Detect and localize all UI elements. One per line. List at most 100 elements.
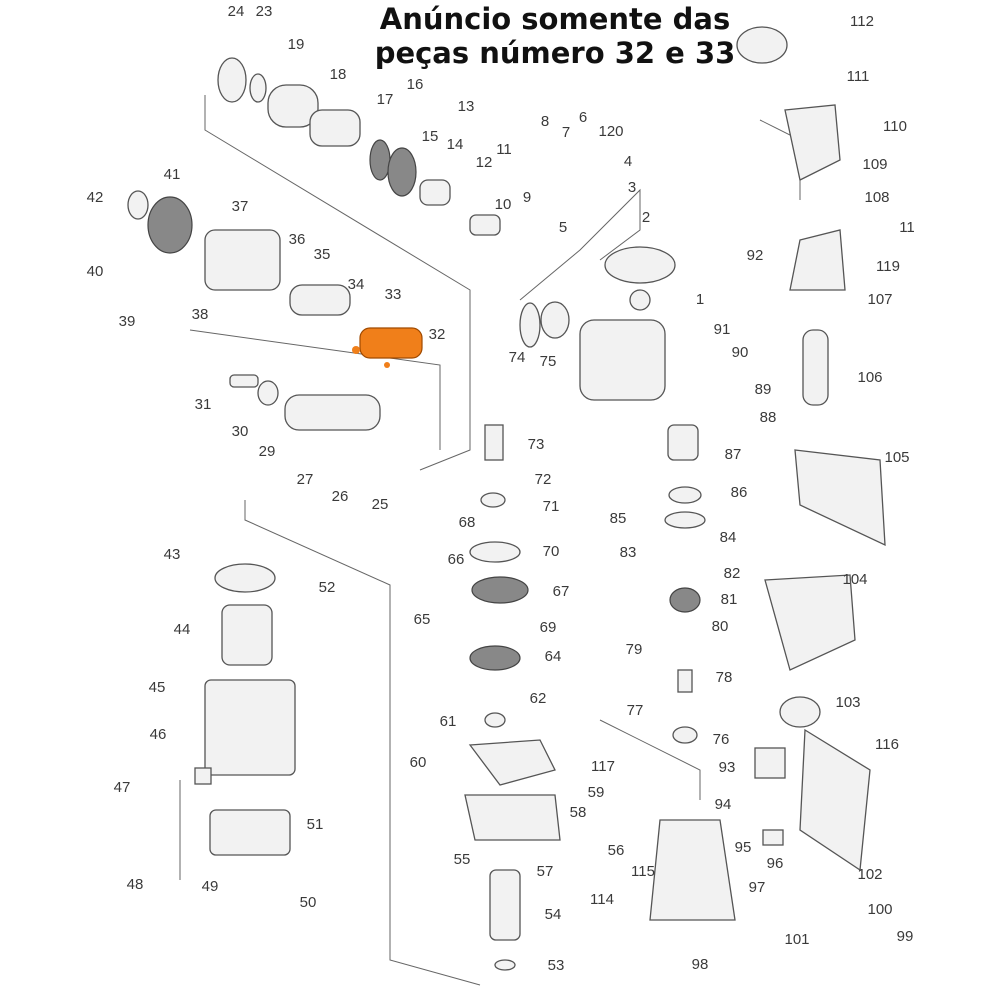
part-label-60: 60 xyxy=(410,754,427,771)
part-label-58: 58 xyxy=(570,804,587,821)
part-label-43: 43 xyxy=(164,546,181,563)
part-label-64: 64 xyxy=(545,648,562,665)
part-label-99: 99 xyxy=(897,928,914,945)
part-label-29: 29 xyxy=(259,443,276,460)
part-label-31: 31 xyxy=(195,396,212,413)
part-label-53: 53 xyxy=(548,957,565,974)
part-label-72: 72 xyxy=(535,471,552,488)
part-label-8: 8 xyxy=(541,113,549,130)
part-label-56: 56 xyxy=(608,842,625,859)
part-label-7: 7 xyxy=(562,124,570,141)
part-label-75: 75 xyxy=(540,353,557,370)
part-label-57: 57 xyxy=(537,863,554,880)
part-label-55: 55 xyxy=(454,851,471,868)
part-label-116: 116 xyxy=(875,736,899,753)
part-label-119: 119 xyxy=(876,258,900,275)
part-label-24: 24 xyxy=(228,3,245,20)
part-label-108: 108 xyxy=(864,189,889,206)
part-label-79: 79 xyxy=(626,641,643,658)
part-33-highlight xyxy=(352,346,360,354)
part-label-62: 62 xyxy=(530,690,547,707)
part-label-80: 80 xyxy=(712,618,729,635)
title-line-1: Anúncio somente das xyxy=(379,2,731,36)
part-label-87: 87 xyxy=(725,446,742,463)
part-label-16: 16 xyxy=(407,76,424,93)
part-label-82: 82 xyxy=(724,565,741,582)
part-label-76: 76 xyxy=(713,731,730,748)
part-label-97: 97 xyxy=(749,879,766,896)
part-label-111: 111 xyxy=(847,68,870,85)
part-label-9: 9 xyxy=(523,189,531,206)
part-label-15: 15 xyxy=(422,128,439,145)
part-label-81: 81 xyxy=(721,591,738,608)
part-label-101: 101 xyxy=(784,931,809,948)
part-label-96: 96 xyxy=(767,855,784,872)
part-label-47: 47 xyxy=(114,779,131,796)
part-label-107: 107 xyxy=(867,291,892,308)
part-label-106: 106 xyxy=(857,369,882,386)
part-label-100: 100 xyxy=(867,901,892,918)
part-label-19: 19 xyxy=(288,36,305,53)
part-label-23: 23 xyxy=(256,3,273,20)
part-shapes xyxy=(127,26,886,971)
part-label-103: 103 xyxy=(835,694,860,711)
part-label-54: 54 xyxy=(545,906,562,923)
part-label-77: 77 xyxy=(627,702,644,719)
part-label-117: 117 xyxy=(591,758,615,775)
part-label-74: 74 xyxy=(509,349,526,366)
part-label-90: 90 xyxy=(732,344,749,361)
part-label-102: 102 xyxy=(857,866,882,883)
part-label-84: 84 xyxy=(720,529,737,546)
part-label-52: 52 xyxy=(319,579,336,596)
part-label-1: 1 xyxy=(696,291,704,308)
part-label-112: 112 xyxy=(850,13,874,30)
part-label-5: 5 xyxy=(559,219,567,236)
part-label-39: 39 xyxy=(119,313,136,330)
part-label-40: 40 xyxy=(87,263,104,280)
part-label-10: 10 xyxy=(495,196,512,213)
part-label-50: 50 xyxy=(300,894,317,911)
part-label-59: 59 xyxy=(588,784,605,801)
part-label-18: 18 xyxy=(330,66,347,83)
part-label-2: 2 xyxy=(642,209,650,226)
part-label-46: 46 xyxy=(150,726,167,743)
part-label-69: 69 xyxy=(540,619,557,636)
part-label-48: 48 xyxy=(127,876,144,893)
part-label-70: 70 xyxy=(543,543,560,560)
part-label-36: 36 xyxy=(289,231,306,248)
part-label-11: 11 xyxy=(899,219,915,236)
part-label-41: 41 xyxy=(164,166,181,183)
part-label-38: 38 xyxy=(192,306,209,323)
part-label-109: 109 xyxy=(862,156,887,173)
part-label-25: 25 xyxy=(372,496,389,513)
part-label-3: 3 xyxy=(628,179,636,196)
part-label-61: 61 xyxy=(440,713,457,730)
part-label-6: 6 xyxy=(579,109,587,126)
part-label-110: 110 xyxy=(883,118,907,135)
part-label-120: 120 xyxy=(598,123,623,140)
part-label-86: 86 xyxy=(731,484,748,501)
part-label-13: 13 xyxy=(458,98,475,115)
part-label-85: 85 xyxy=(610,510,627,527)
part-label-92: 92 xyxy=(747,247,764,264)
part-label-32: 32 xyxy=(429,326,446,343)
part-label-4: 4 xyxy=(624,153,632,170)
part-label-65: 65 xyxy=(414,611,431,628)
part-label-35: 35 xyxy=(314,246,331,263)
part-label-105: 105 xyxy=(884,449,909,466)
part-label-78: 78 xyxy=(716,669,733,686)
announcement-title: Anúncio somente das peças número 32 e 33 xyxy=(330,2,780,70)
part-label-98: 98 xyxy=(692,956,709,973)
part-label-17: 17 xyxy=(377,91,394,108)
part-label-91: 91 xyxy=(714,321,731,338)
part-label-89: 89 xyxy=(755,381,772,398)
part-label-42: 42 xyxy=(87,189,104,206)
part-label-104: 104 xyxy=(842,571,867,588)
part-label-51: 51 xyxy=(307,816,324,833)
title-line-2: peças número 32 e 33 xyxy=(374,36,736,70)
part-label-34: 34 xyxy=(348,276,365,293)
part-label-66: 66 xyxy=(448,551,465,568)
